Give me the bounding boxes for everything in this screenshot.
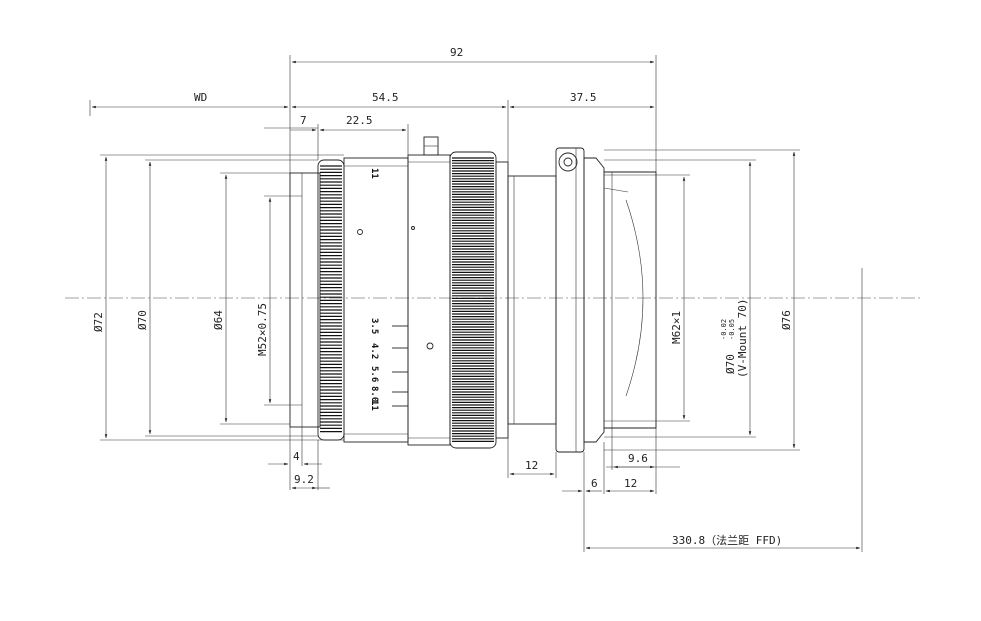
aperture-label-5.6: 5.6 (369, 366, 379, 382)
dia-64: Ø64 (212, 310, 225, 330)
dim-12-mount: 12 (624, 477, 637, 490)
dim-wd: WD (194, 91, 207, 104)
dia-70-mount: Ø70 (724, 354, 737, 374)
mount-screw (558, 152, 578, 172)
aperture-label-4.2: 4.2 (369, 343, 379, 359)
dim-4: 4 (293, 450, 300, 463)
dim-front-54.5: 54.5 (372, 91, 399, 104)
front-knurl-pattern (320, 165, 342, 433)
aperture-label-11: 11 (369, 400, 379, 411)
mount-type: (V-Mount 70) (736, 299, 749, 378)
mount-thread-m62: M62×1 (670, 311, 683, 344)
focus-knurl-pattern (452, 157, 494, 442)
dim-9.6: 9.6 (628, 452, 648, 465)
dim-overall-92: 92 (450, 46, 463, 59)
aperture-label-top: 11 (369, 168, 379, 179)
lens-body: 11 3.5 4.2 5.6 8.0 11 (289, 136, 657, 453)
dim-ffd: 330.8（法兰距 FFD) (672, 533, 782, 547)
aperture-label-8.0: 8.0 (369, 386, 379, 402)
dim-rear-37.5: 37.5 (570, 91, 597, 104)
aperture-label-3.5: 3.5 (369, 318, 379, 334)
mount-flange (555, 147, 585, 453)
dia-72: Ø72 (92, 312, 105, 332)
dim-12-step: 12 (525, 459, 538, 472)
dia-76: Ø76 (780, 310, 793, 330)
dia-70-front: Ø70 (136, 310, 149, 330)
dimension-lines (89, 55, 863, 552)
dim-9.2: 9.2 (294, 473, 314, 486)
mount-tolerance-lower: -0.05 (728, 319, 736, 340)
aperture-tick-marks (392, 325, 408, 407)
mount-tolerance-upper: -0.02 (720, 319, 728, 340)
dim-6: 6 (591, 477, 598, 490)
filter-thread-m52: M52×0.75 (256, 303, 269, 356)
dim-7: 7 (300, 114, 307, 127)
dimension-labels: 92 WD 54.5 37.5 7 22.5 4 9.2 12 6 12 9.6… (92, 46, 793, 547)
dim-22.5: 22.5 (346, 114, 373, 127)
